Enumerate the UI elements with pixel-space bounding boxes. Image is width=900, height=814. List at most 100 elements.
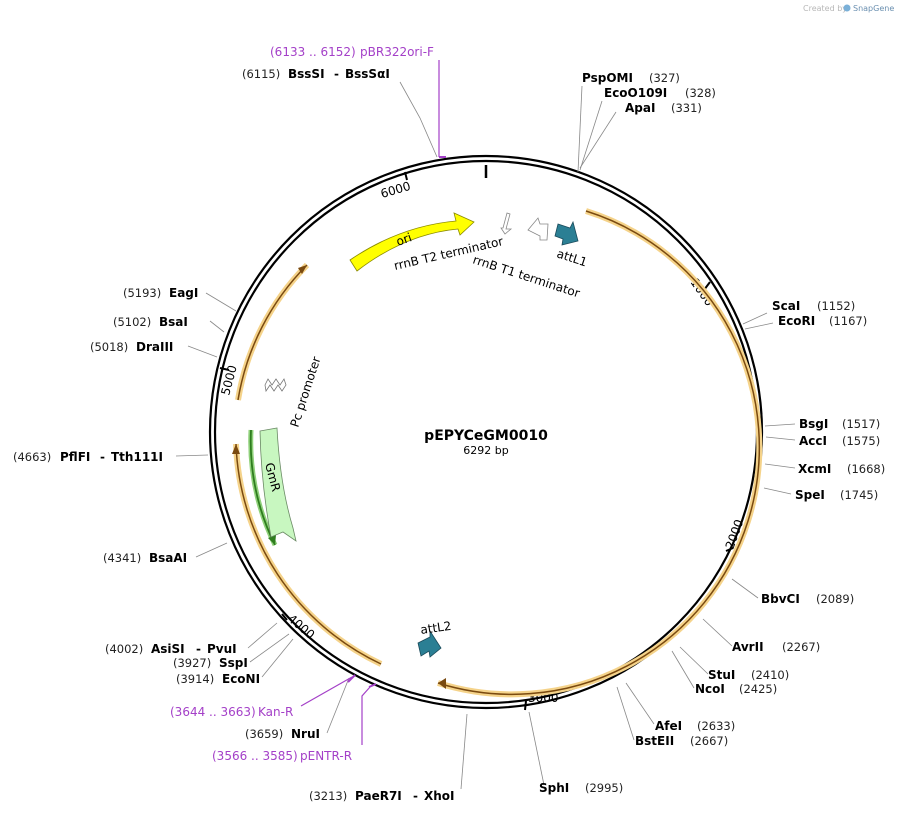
site-alias-bsssi: BssSαI <box>345 67 390 81</box>
site-alias-pflfi: Tth111I <box>111 450 163 464</box>
attl1-feature <box>554 220 579 246</box>
ori-feature <box>349 212 475 272</box>
plasmid-name: pEPYCeGM0010 <box>424 428 548 444</box>
site-name-pspomi: PspOMI <box>582 71 633 85</box>
site-pos-bsai: (5102) <box>113 315 151 329</box>
leader-apai <box>579 111 617 169</box>
leader-pspomi <box>577 85 583 173</box>
site-pos-ecori: (1167) <box>829 314 867 328</box>
site-pos-acci: (1575) <box>842 434 880 448</box>
leader-bsssi <box>399 81 438 158</box>
leader-nrui <box>326 677 350 734</box>
orf-arc-upper-left <box>237 264 308 401</box>
site-name-stui: StuI <box>708 668 735 682</box>
site-name-ncoi: NcoI <box>695 682 725 696</box>
site-name-spei: SpeI <box>795 488 825 502</box>
site-dash-bsssi: - <box>334 67 339 81</box>
primer-markers <box>300 60 446 745</box>
snapgene-logo-icon <box>843 4 851 12</box>
leader-bsai <box>209 320 225 333</box>
leader-spei <box>763 487 792 495</box>
primer-pos-pbr322ori-f: (6133 .. 6152) <box>270 45 356 59</box>
site-name-bsgi: BsgI <box>799 417 828 431</box>
site-name-asisi: AsiSI <box>151 642 185 656</box>
attl2-label: attL2 <box>419 619 452 637</box>
site-name-bbvci: BbvCI <box>761 592 800 606</box>
leader-ecoo109i <box>579 100 603 171</box>
site-name-bsssi: BssSI <box>288 67 325 81</box>
primer-name-pbr322ori-f: pBR322ori-F <box>360 45 434 59</box>
site-pos-nrui: (3659) <box>245 727 283 741</box>
orf-arcs <box>232 208 763 698</box>
ori-label: ori <box>394 230 413 248</box>
leader-bsgi <box>764 423 796 427</box>
leader-sphi <box>528 711 545 786</box>
leader-eagi <box>205 292 237 312</box>
leader-ecori <box>744 322 774 330</box>
credit-brand: SnapGene <box>853 4 894 13</box>
site-pos-bsssi: (6115) <box>242 67 280 81</box>
site-pos-spei: (1745) <box>840 488 878 502</box>
site-pos-ecoo109i: (328) <box>685 86 716 100</box>
leader-afei <box>625 682 655 725</box>
orf-arc-lower-left <box>235 443 382 665</box>
leader-econi <box>261 638 294 678</box>
site-pos-afei: (2633) <box>697 719 735 733</box>
site-pos-sphi: (2995) <box>585 781 623 795</box>
primer-pos-kan-r: (3644 .. 3663) <box>170 705 256 719</box>
site-name-bsai: BsaI <box>159 315 188 329</box>
primer-pentr-r-mark <box>368 683 377 688</box>
attl2-feature <box>417 629 442 658</box>
leader-bsteii <box>616 686 635 741</box>
site-dash-paer7i: - <box>413 789 418 803</box>
leader-avrii <box>702 618 733 647</box>
leader-paer7i <box>460 713 468 790</box>
site-pos-paer7i: (3213) <box>309 789 347 803</box>
tick-mark-2000 <box>725 547 734 552</box>
gmr-feature <box>259 427 297 542</box>
orf-arc-large <box>437 210 761 696</box>
site-dash-asisi: - <box>196 642 201 656</box>
site-pos-draiii: (5018) <box>90 340 128 354</box>
site-name-pflfi: PflFI <box>60 450 90 464</box>
site-name-ecoo109i: EcoO109I <box>604 86 667 100</box>
site-pos-asisi: (4002) <box>105 642 143 656</box>
site-name-scai: ScaI <box>772 299 800 313</box>
site-pos-eagi: (5193) <box>123 286 161 300</box>
site-name-avrii: AvrII <box>732 640 764 654</box>
leader-bbvci <box>731 578 759 599</box>
site-name-bsaai: BsaAI <box>149 551 187 565</box>
site-pos-sspi: (3927) <box>173 656 211 670</box>
site-pos-bsteii: (2667) <box>690 734 728 748</box>
site-alias-asisi: PvuI <box>207 642 237 656</box>
site-name-nrui: NruI <box>291 727 320 741</box>
site-name-econi: EcoNI <box>222 672 260 686</box>
orf-arc-upper-left-outline <box>235 262 310 401</box>
orf-arc-large-arrow <box>438 678 446 689</box>
gmr-orf <box>249 429 276 546</box>
orf-arc-lower-left-arrow <box>232 444 240 454</box>
primer-name-kan-r: Kan-R <box>258 705 293 719</box>
leader-pflfi <box>175 454 209 457</box>
gmr-orf-arrow <box>268 535 276 545</box>
site-name-ecori: EcoRI <box>778 314 815 328</box>
tick-mark-4000 <box>281 613 288 621</box>
primer-name-pentr-r: pENTR-R <box>300 749 352 763</box>
leader-ncoi <box>671 650 695 689</box>
orf-arc-upper-left-arrow <box>298 265 307 274</box>
site-pos-stui: (2410) <box>751 668 789 682</box>
tick-mark-3000 <box>524 700 527 711</box>
credit-prefix: Created by <box>803 4 847 13</box>
site-pos-econi: (3914) <box>176 672 214 686</box>
rrnb-t1-terminator-icon <box>527 217 549 241</box>
site-pos-ncoi: (2425) <box>739 682 777 696</box>
primer-leader-kan-r <box>300 676 353 707</box>
site-alias-paer7i: XhoI <box>424 789 455 803</box>
site-name-bsteii: BstEII <box>635 734 674 748</box>
site-dash-pflfi: - <box>100 450 105 464</box>
leader-bsaai <box>195 542 228 558</box>
leader-sspi <box>249 633 290 663</box>
site-pos-bsgi: (1517) <box>842 417 880 431</box>
site-pos-bbvci: (2089) <box>816 592 854 606</box>
leader-stui <box>679 646 709 675</box>
